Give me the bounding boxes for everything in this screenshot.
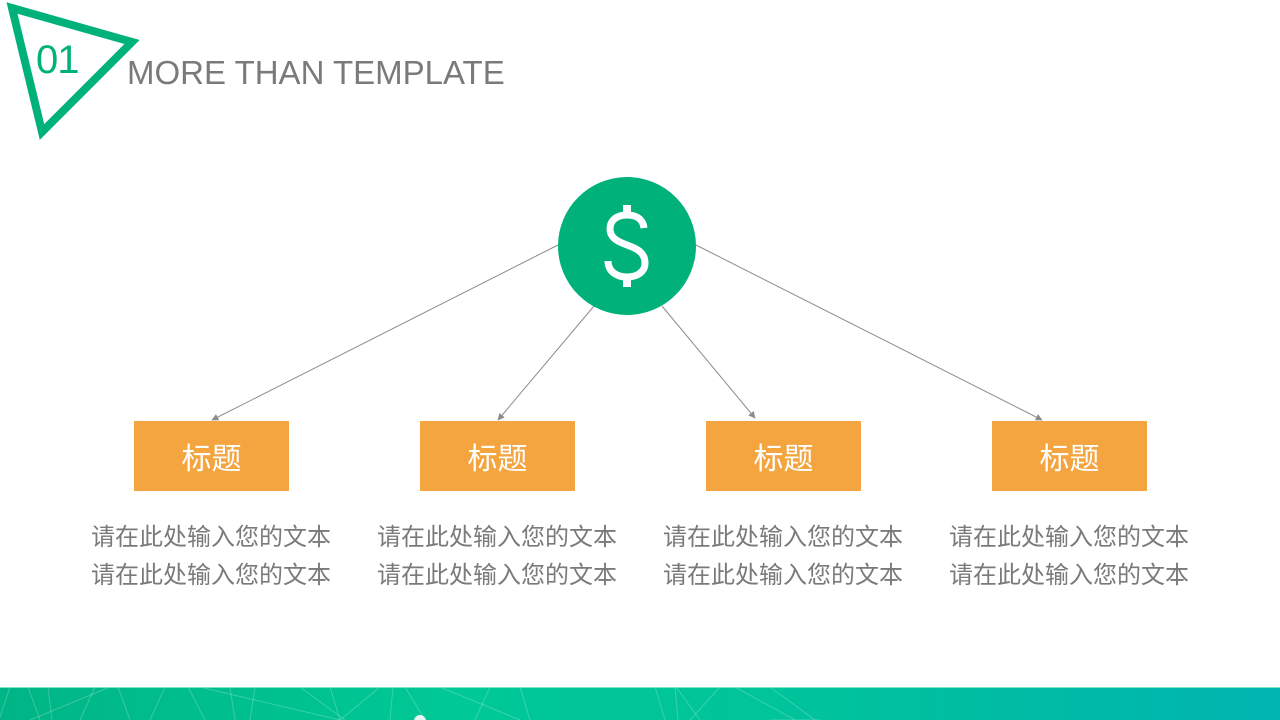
footer-top-line <box>0 687 1280 688</box>
description-line: 请在此处输入您的文本 <box>949 523 1189 551</box>
footer-node <box>414 715 426 720</box>
title-box-label: 标题 <box>1039 442 1100 477</box>
description-line: 请在此处输入您的文本 <box>949 561 1189 589</box>
title-box-1: 标题 <box>134 421 289 491</box>
dollar-icon <box>604 205 649 287</box>
slide-number: 01 <box>36 38 79 82</box>
title-box-4: 标题 <box>992 421 1147 491</box>
connector-1 <box>211 244 559 421</box>
connector-4 <box>695 244 1043 421</box>
description-line: 请在此处输入您的文本 <box>663 561 903 589</box>
description-4: 请在此处输入您的文本 请在此处输入您的文本 <box>929 518 1209 594</box>
description-line: 请在此处输入您的文本 <box>377 561 617 589</box>
title-box-3: 标题 <box>706 421 861 491</box>
title-box-2: 标题 <box>420 421 575 491</box>
description-3: 请在此处输入您的文本 请在此处输入您的文本 <box>643 518 923 594</box>
hub-circle <box>558 177 696 315</box>
title-box-label: 标题 <box>467 442 528 477</box>
description-line: 请在此处输入您的文本 <box>663 523 903 551</box>
connector-3 <box>661 305 756 419</box>
description-2: 请在此处输入您的文本 请在此处输入您的文本 <box>357 518 637 594</box>
description-1: 请在此处输入您的文本 请在此处输入您的文本 <box>71 518 351 594</box>
description-line: 请在此处输入您的文本 <box>91 561 331 589</box>
footer-band <box>0 687 1280 720</box>
description-line: 请在此处输入您的文本 <box>377 523 617 551</box>
title-box-label: 标题 <box>181 442 242 477</box>
description-line: 请在此处输入您的文本 <box>91 523 331 551</box>
slide-title: MORE THAN TEMPLATE <box>127 54 505 91</box>
title-box-label: 标题 <box>753 442 814 477</box>
header-triangle-decoration <box>6 2 140 140</box>
connector-2 <box>497 305 595 421</box>
footer-network-pattern <box>0 687 820 720</box>
